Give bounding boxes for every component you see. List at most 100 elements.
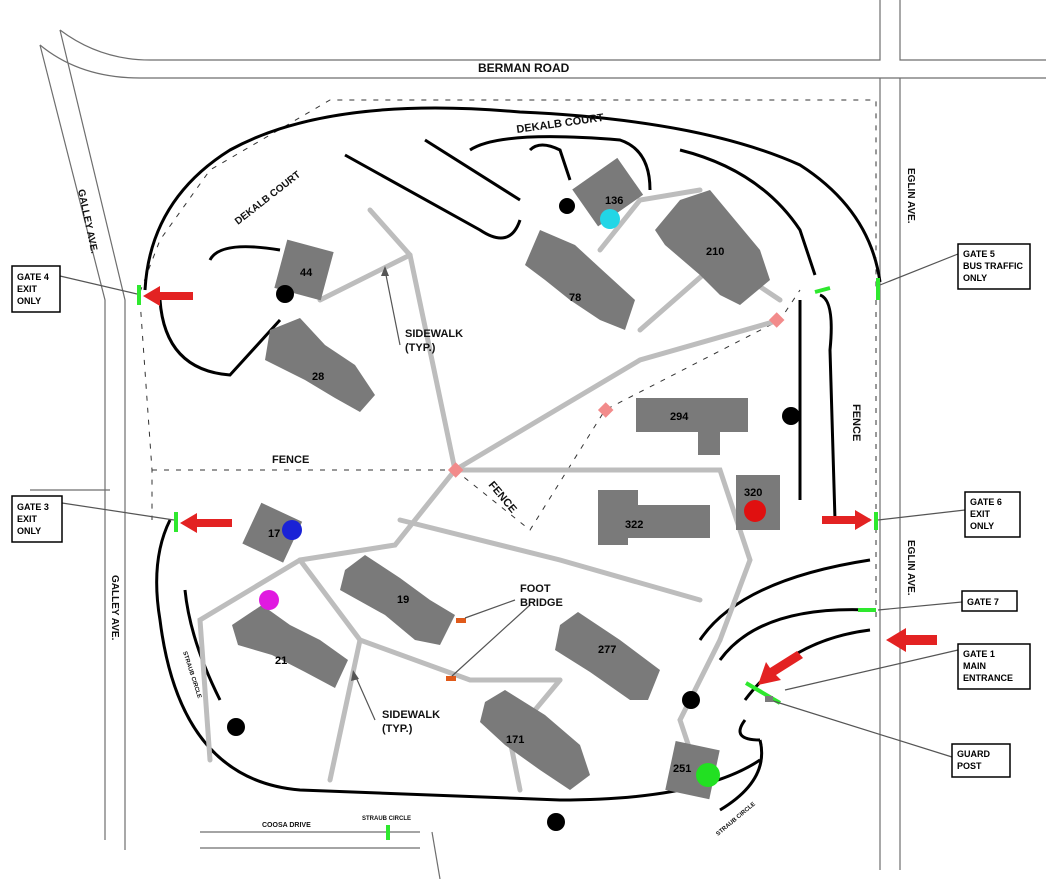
callout-gate1: GATE 1 MAIN ENTRANCE: [784, 643, 1031, 691]
callout-gate6: GATE 6 EXIT ONLY: [877, 491, 1021, 538]
svg-text:136: 136: [605, 195, 623, 207]
foot-bridge-label-2: BRIDGE: [520, 597, 563, 609]
callout-gate4: GATE 4 EXIT ONLY: [11, 265, 138, 313]
marker-black-3: [782, 407, 800, 425]
svg-text:320: 320: [744, 487, 762, 499]
svg-text:294: 294: [670, 411, 689, 423]
svg-text:21: 21: [275, 655, 287, 667]
svg-text:GATE 3: GATE 3: [17, 502, 49, 512]
svg-text:GATE 5: GATE 5: [963, 249, 995, 259]
perimeter-fence: [139, 99, 877, 620]
berman-road-label: BERMAN ROAD: [478, 61, 570, 75]
callout-gate3: GATE 3 EXIT ONLY: [11, 495, 175, 543]
outer-roads: [30, 0, 1046, 879]
fence-node-1: [447, 462, 464, 478]
svg-text:19: 19: [397, 594, 409, 606]
marker-green: [696, 763, 720, 787]
galley-ave-top-label: GALLEY AVE.: [75, 188, 99, 254]
svg-text:ONLY: ONLY: [970, 521, 994, 531]
fence-left-label: FENCE: [272, 454, 309, 466]
building-19: 19: [340, 555, 455, 645]
svg-text:ENTRANCE: ENTRANCE: [963, 673, 1013, 683]
guard-post-marker: [765, 696, 773, 702]
foot-bridges: [446, 618, 466, 681]
sidewalk-top-typ: (TYP.): [405, 342, 436, 354]
svg-text:EXIT: EXIT: [970, 509, 991, 519]
coosa-drive-label: COOSA DRIVE: [262, 822, 311, 829]
svg-text:ONLY: ONLY: [963, 273, 987, 283]
straub-circle-bottom-label: STRAUB CIRCLE: [362, 816, 411, 822]
buildings: 136 210 78 44 28 294 320: [232, 157, 780, 800]
svg-text:78: 78: [569, 292, 581, 304]
svg-text:251: 251: [673, 763, 691, 775]
svg-text:17: 17: [268, 528, 280, 540]
foot-bridge-label: FOOT: [520, 583, 551, 595]
svg-text:GATE 4: GATE 4: [17, 272, 49, 282]
building-17: 17: [242, 502, 303, 563]
fence-node-2: [597, 402, 614, 418]
markers: [227, 198, 800, 831]
marker-black-6: [547, 813, 565, 831]
callout-gate5: GATE 5 BUS TRAFFIC ONLY: [879, 243, 1031, 290]
marker-black-5: [227, 718, 245, 736]
svg-text:GATE 6: GATE 6: [970, 497, 1002, 507]
dekalb-court-left-label: DEKALB COURT: [233, 169, 303, 227]
building-44: 44: [274, 239, 334, 301]
svg-text:BUS TRAFFIC: BUS TRAFFIC: [963, 261, 1023, 271]
building-136: 136: [572, 157, 644, 227]
arrow-gate6: [822, 510, 872, 530]
svg-text:POST: POST: [957, 761, 982, 771]
gate5-bar-inner: [814, 286, 831, 294]
svg-text:GATE 7: GATE 7: [967, 597, 999, 607]
arrow-gate4: [143, 286, 193, 306]
arrow-gate3: [180, 513, 232, 533]
svg-text:ONLY: ONLY: [17, 526, 41, 536]
building-277: 277: [555, 612, 660, 700]
foot-bridge-2: [446, 676, 456, 681]
callout-guard-post: GUARD POST: [765, 696, 1011, 778]
svg-text:EXIT: EXIT: [17, 514, 38, 524]
foot-bridge-1: [456, 618, 466, 623]
building-28: 28: [265, 318, 375, 412]
svg-text:GUARD: GUARD: [957, 749, 990, 759]
svg-text:MAIN: MAIN: [963, 661, 986, 671]
building-171: 171: [480, 690, 590, 790]
fence-diag-label: FENCE: [486, 479, 519, 515]
callout-gate7: GATE 7: [877, 590, 1018, 612]
marker-red: [744, 500, 766, 522]
svg-text:210: 210: [706, 246, 724, 258]
svg-text:171: 171: [506, 734, 524, 746]
building-210: 210: [655, 190, 770, 305]
marker-black-1: [559, 198, 575, 214]
marker-cyan: [600, 209, 620, 229]
eglin-ave-bottom-label: EGLIN AVE.: [905, 540, 916, 596]
sidewalk-bottom-typ: (TYP.): [382, 723, 413, 735]
eglin-ave-top-label: EGLIN AVE.: [905, 168, 916, 224]
arrow-gate7: [886, 628, 937, 652]
fence-nodes: [447, 312, 785, 478]
gate1-bar: [744, 681, 782, 705]
fence-node-3: [768, 312, 785, 328]
annotations: SIDEWALK (TYP.) SIDEWALK (TYP.) FOOT BRI…: [272, 266, 862, 735]
straub-circle-left-label: STRAUB CIRCLE: [181, 651, 202, 699]
building-78: 78: [525, 230, 635, 330]
building-322: 322: [598, 490, 710, 545]
building-21: 21: [232, 605, 348, 688]
fence-right-label: FENCE: [850, 404, 862, 441]
marker-black-4: [682, 691, 700, 709]
gate-bars: [137, 278, 880, 840]
building-294: 294: [636, 398, 748, 455]
sidewalks: [197, 187, 783, 793]
svg-text:277: 277: [598, 644, 616, 656]
galley-ave-bottom-label: GALLEY AVE.: [109, 575, 120, 641]
svg-text:GATE 1: GATE 1: [963, 649, 995, 659]
callouts: GATE 4 EXIT ONLY GATE 3 EXIT ONLY GATE 5…: [11, 243, 1031, 778]
sidewalk-top-label: SIDEWALK: [405, 328, 463, 340]
straub-circle-right-label: STRAUB CIRCLE: [715, 801, 756, 837]
svg-text:EXIT: EXIT: [17, 284, 38, 294]
svg-text:44: 44: [300, 267, 313, 279]
arrow-gate1: [758, 651, 803, 685]
marker-blue: [282, 520, 302, 540]
svg-text:322: 322: [625, 519, 643, 531]
